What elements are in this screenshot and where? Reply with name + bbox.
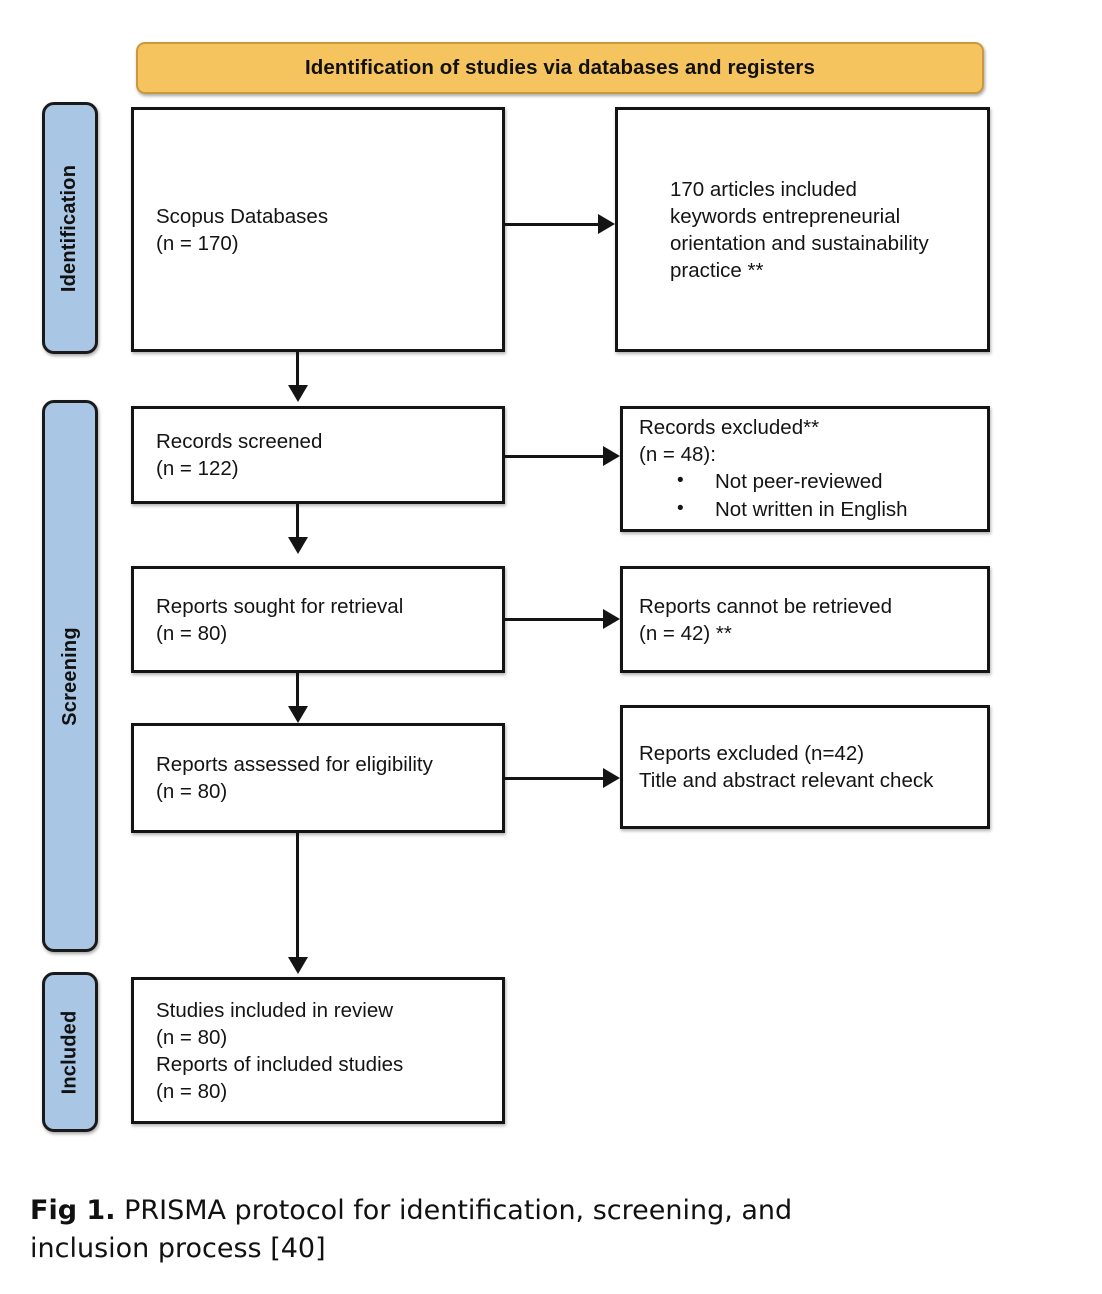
box-reports-assessed: Reports assessed for eligibility (n = 80… [131,723,505,833]
box-line: practice ** [670,258,764,282]
box-line: orientation and sustainability [670,231,929,255]
box-line: (n = 80) [156,1079,228,1103]
box-line: Records excluded** [639,416,820,439]
arrowhead-down-icon [288,706,308,723]
box-reports-sought: Reports sought for retrieval (n = 80) [131,566,505,673]
box-reports-excluded: Reports excluded (n=42) Title and abstra… [620,705,990,829]
box-line: Reports assessed for eligibility [156,753,433,776]
box-studies-included: Studies included in review (n = 80) Repo… [131,977,505,1124]
box-line: (n = 170) [156,231,239,255]
box-line: 170 articles included [670,177,857,201]
arrowhead-down-icon [288,537,308,554]
phase-label-screening: Screening [58,626,81,726]
box-records-identified: Scopus Databases (n = 170) [131,107,505,352]
phase-label-included: Included [58,1010,81,1094]
box-line: Reports sought for retrieval [156,594,404,618]
box-records-excluded: Records excluded** (n = 48): Not peer-re… [620,406,990,532]
box-line: Reports excluded (n=42) [639,742,865,765]
figure-caption-label: Fig 1. [30,1195,116,1226]
box-line: (n = 80) [156,1025,228,1049]
arrowhead-right-icon [603,609,620,629]
connector-screened-to-sought [296,504,299,537]
box-line: (n = 42) ** [639,621,732,645]
records-excluded-reason-list: Not peer-reviewed Not written in English [639,467,987,524]
figure-caption-text: PRISMA protocol for identification, scre… [30,1195,793,1264]
figure-caption: Fig 1. PRISMA protocol for identificatio… [30,1192,910,1268]
box-records-keywords: 170 articles included keywords entrepren… [615,107,990,352]
list-item: Not written in English [677,495,987,524]
box-line: Records screened [156,430,323,453]
connector-assessed-to-included [296,833,299,957]
arrowhead-down-icon [288,957,308,974]
connector-sought-to-assessed [296,673,299,706]
box-line: (n = 80) [156,621,228,645]
phase-label-identification: Identification [58,164,81,292]
banner-identification-header: Identification of studies via databases … [136,42,984,94]
box-records-screened: Records screened (n = 122) [131,406,505,504]
box-line: Reports cannot be retrieved [639,594,892,618]
connector-sought-to-not-retrieved [505,618,603,621]
connector-identified-to-keywords [505,223,598,226]
arrowhead-down-icon [288,385,308,402]
connector-screened-to-excluded [505,455,603,458]
connector-identified-to-screened [296,352,299,385]
connector-assessed-to-excluded [505,777,603,780]
box-line: (n = 80) [156,780,228,803]
box-line: (n = 122) [156,457,239,480]
phase-bar-screening: Screening [42,400,98,952]
box-line: Title and abstract relevant check [639,769,934,792]
box-line: keywords entrepreneurial [670,204,901,228]
box-line: (n = 48): [639,443,716,466]
arrowhead-right-icon [603,768,620,788]
banner-title: Identification of studies via databases … [305,56,815,79]
box-line: Reports of included studies [156,1052,404,1076]
phase-bar-included: Included [42,972,98,1132]
arrowhead-right-icon [598,214,615,234]
box-reports-not-retrieved: Reports cannot be retrieved (n = 42) ** [620,566,990,673]
list-item: Not peer-reviewed [677,467,987,496]
box-line: Scopus Databases [156,204,329,228]
arrowhead-right-icon [603,446,620,466]
phase-bar-identification: Identification [42,102,98,354]
box-line: Studies included in review [156,998,394,1022]
